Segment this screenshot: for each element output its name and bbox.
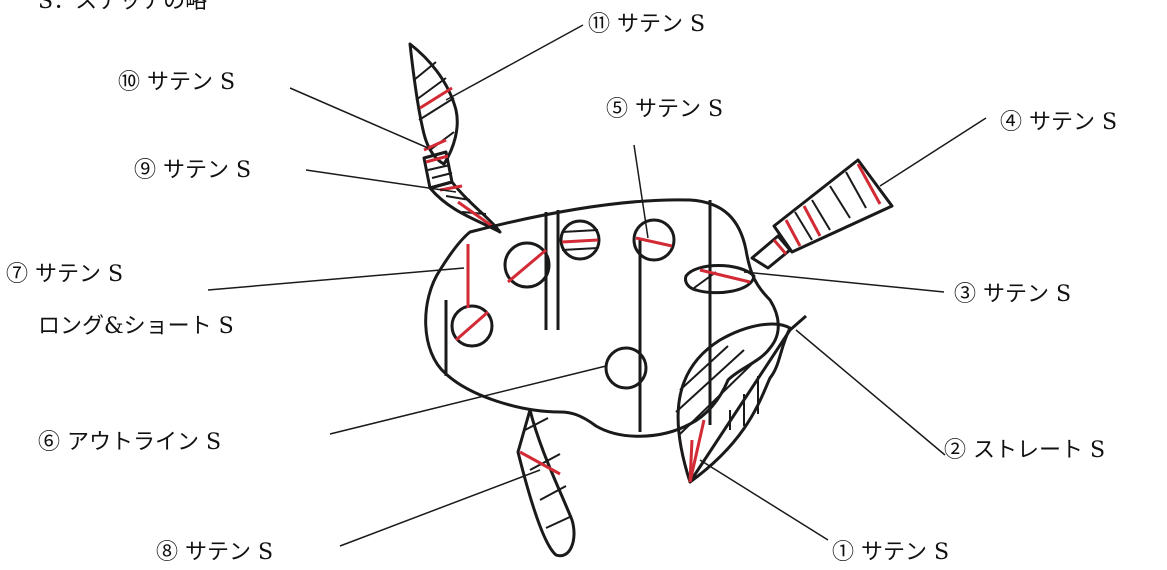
- label-9: ⑨ サテン S: [134, 158, 251, 184]
- label-6: ⑥ アウトライン S: [38, 430, 221, 456]
- label-2: ② ストレート S: [944, 438, 1105, 464]
- leader-2: [796, 330, 945, 455]
- tube-red-stitches: [774, 164, 880, 254]
- leader-lines: [208, 25, 986, 546]
- leader-3: [744, 272, 944, 292]
- label-7-sub: ロング&ショート S: [38, 314, 234, 340]
- leader-6: [330, 366, 606, 434]
- leader-9: [306, 170, 456, 192]
- brush-illustration: [410, 44, 500, 232]
- leader-11: [446, 25, 583, 100]
- palette-shape: [426, 200, 806, 556]
- label-7: ⑦ サテン S: [6, 262, 123, 288]
- label-4: ④ サテン S: [1000, 110, 1117, 136]
- tube-body: [774, 160, 892, 252]
- paint-tube-illustration: [752, 160, 892, 268]
- leader-10: [290, 88, 428, 148]
- label-3: ③ サテン S: [954, 282, 1071, 308]
- label-1: ① サテン S: [832, 540, 949, 566]
- leader-1: [700, 460, 828, 540]
- leader-7: [208, 268, 464, 290]
- label-8: ⑧ サテン S: [156, 540, 273, 566]
- leader-8: [340, 470, 540, 546]
- label-11: ⑪ サテン S: [588, 12, 705, 38]
- palette-thumb: [518, 410, 574, 556]
- label-5: ⑤ サテン S: [606, 97, 723, 123]
- label-10: ⑩ サテン S: [118, 70, 235, 96]
- leader-4: [880, 118, 986, 186]
- leaf-hatching: [676, 346, 758, 434]
